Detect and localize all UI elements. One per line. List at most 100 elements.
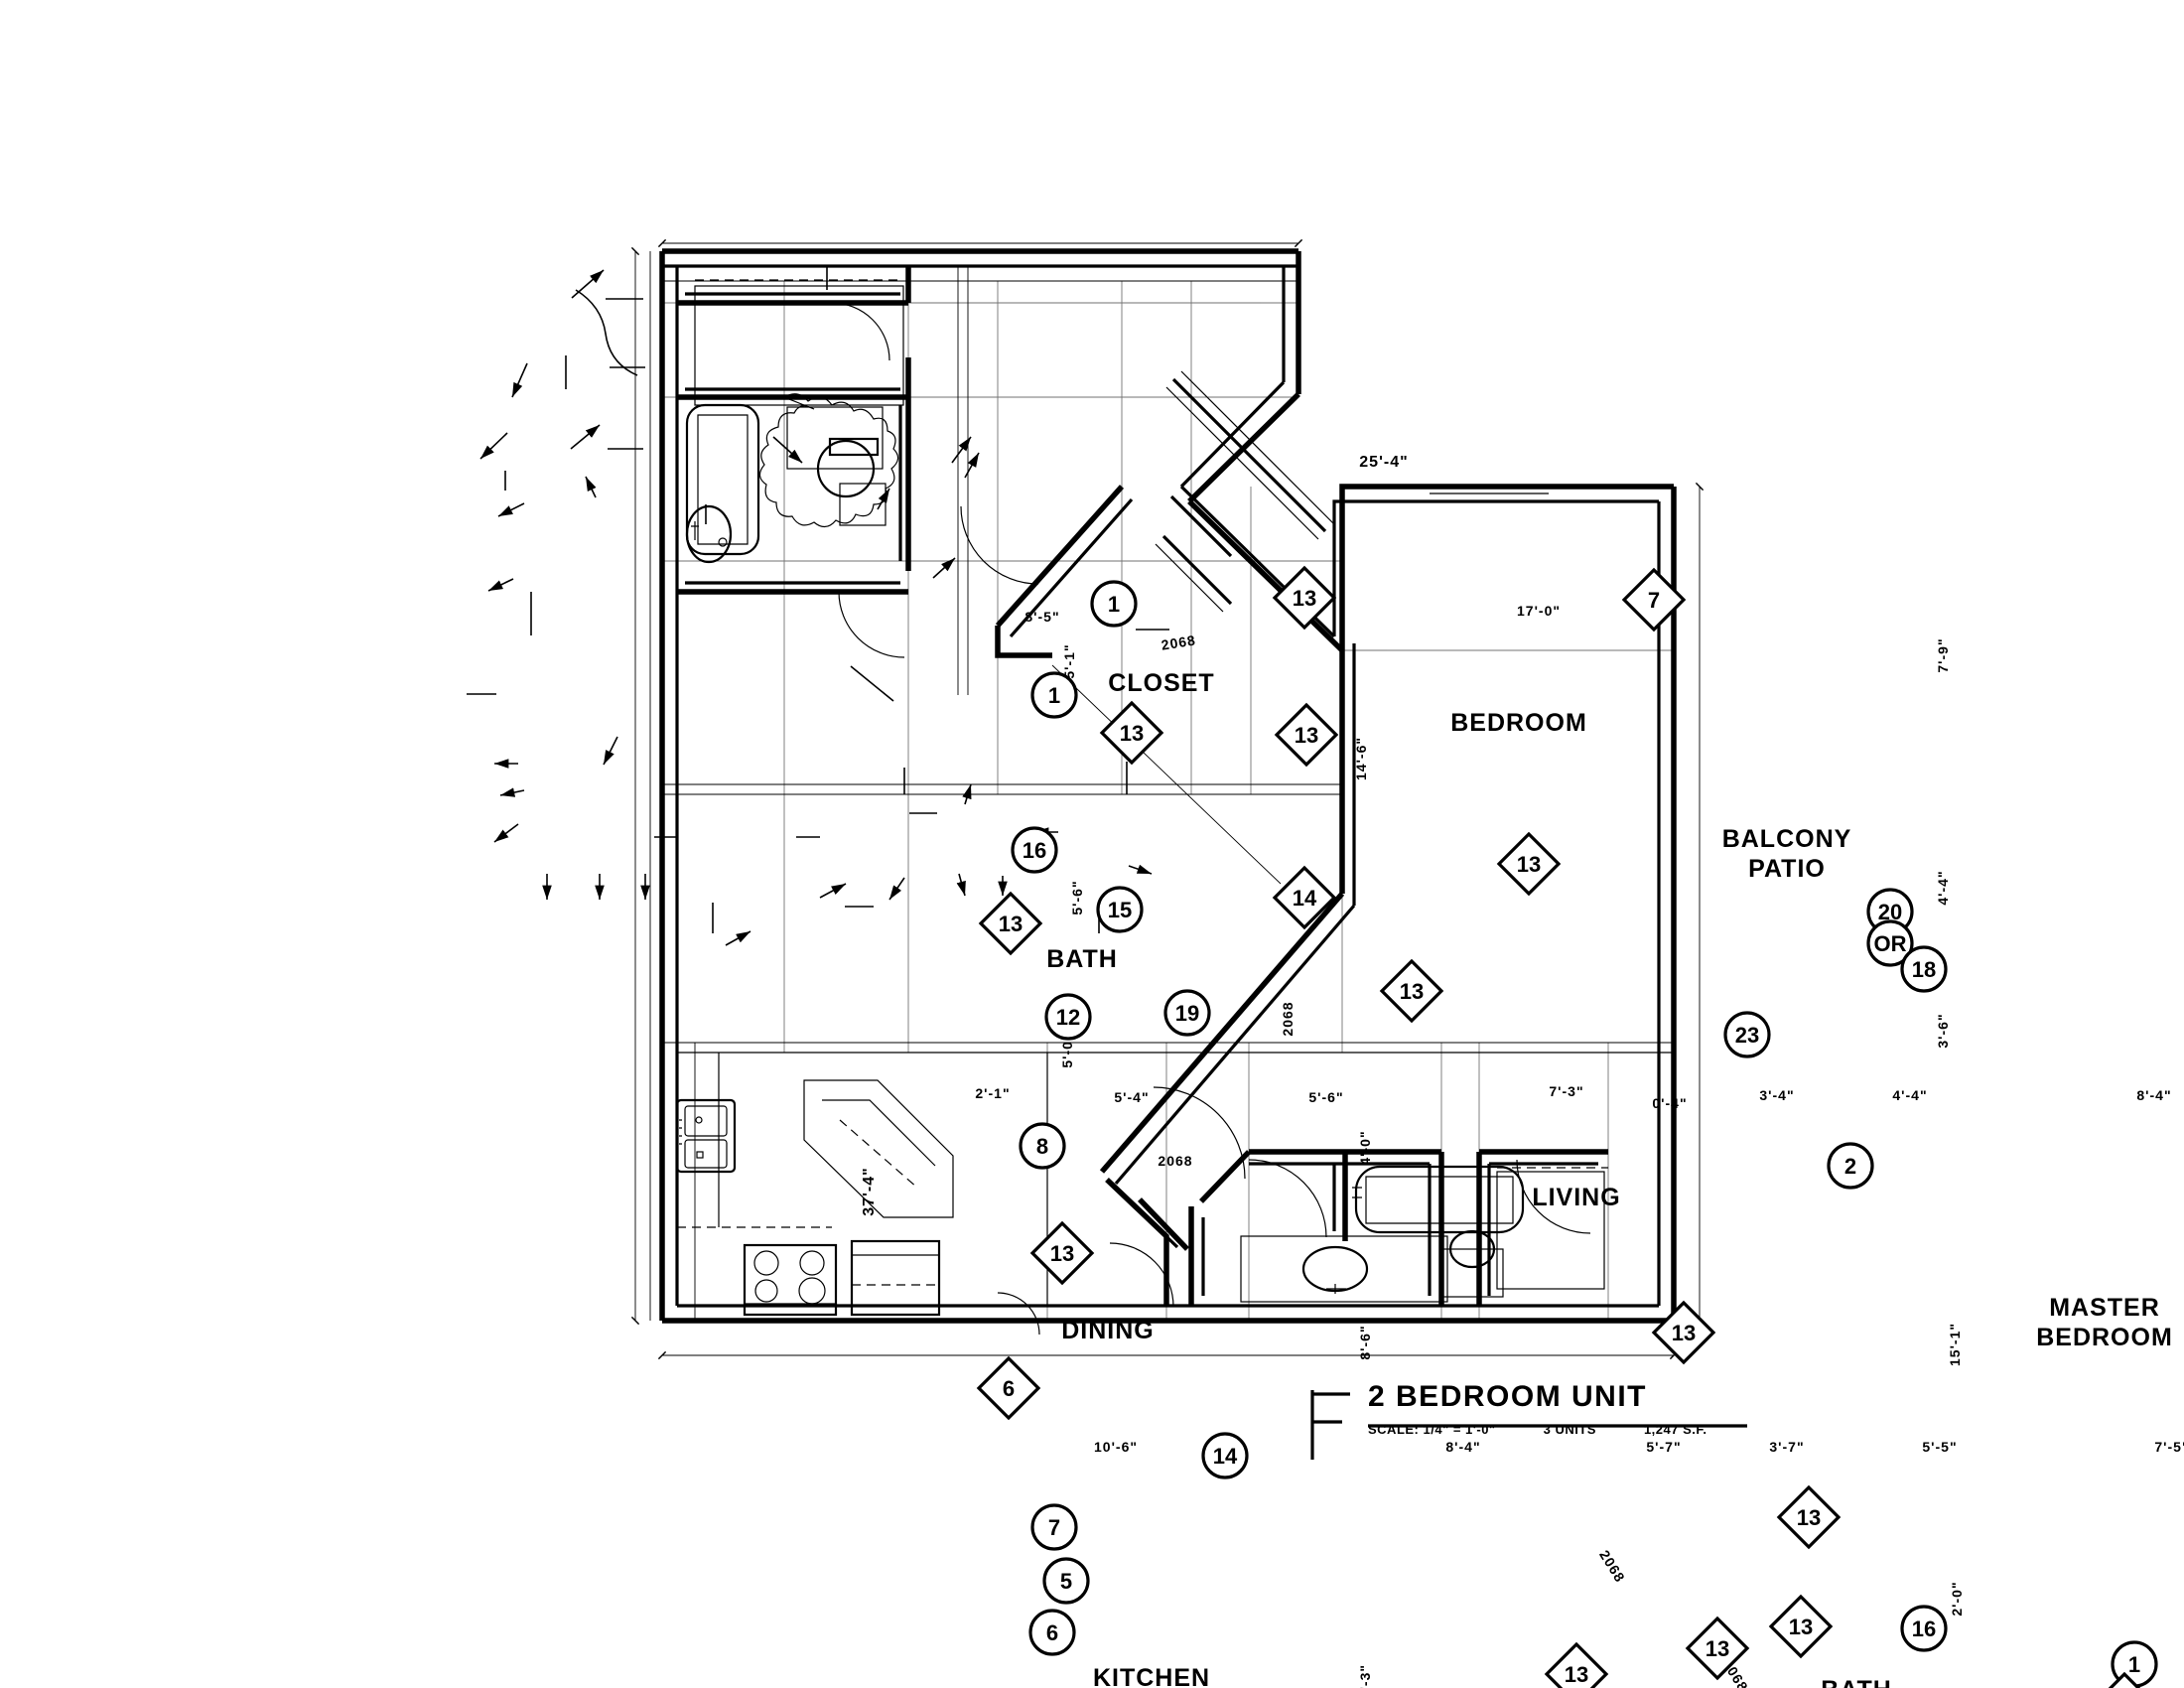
- callout-diamond-13-18[interactable]: 13: [2095, 1671, 2154, 1688]
- callout-number: 14: [1293, 886, 1317, 911]
- callout-number: 16: [1023, 838, 1046, 863]
- dimension-lines: [630, 238, 1705, 1360]
- dim-v-11: 2'-0": [1949, 1581, 1965, 1616]
- callout-diamond-13-10[interactable]: 13: [1651, 1300, 1716, 1365]
- callout-number: 13: [1797, 1505, 1821, 1530]
- callout-circle: [1866, 919, 1914, 967]
- callout-round-16-2[interactable]: 16: [1011, 826, 1058, 874]
- closet-shelves: [694, 279, 1608, 1290]
- dim-h-12: 5'-7": [1646, 1439, 1681, 1455]
- round-callouts[interactable]: 1116151912820OR1823214756439116812191113: [1011, 580, 2184, 1688]
- callout-number: 19: [1175, 1001, 1199, 1026]
- callout-diamond-13-4[interactable]: 13: [978, 891, 1043, 956]
- callout-round-15-3[interactable]: 15: [1096, 886, 1144, 933]
- callout-round-20-7[interactable]: 20: [1866, 888, 1914, 935]
- callout-round-16-20[interactable]: 16: [1900, 1605, 1948, 1652]
- title-block: [1310, 1390, 1747, 1460]
- callout-round-18-9[interactable]: 18: [1900, 945, 1948, 993]
- callout-number: 5: [1060, 1569, 1072, 1594]
- diamond-callouts[interactable]: 1371313131413131361376131313131313136: [976, 565, 2184, 1688]
- callout-number: 13: [1293, 586, 1316, 611]
- room-label-bath_2: BATH: [1821, 1676, 1892, 1688]
- callout-round-6-15[interactable]: 6: [1028, 1609, 1076, 1656]
- callout-number: OR: [1874, 931, 1907, 956]
- room-label-balcony_patio-line1: BALCONY: [1722, 825, 1852, 853]
- door-tag-1: 2068: [1280, 1001, 1296, 1036]
- callout-diamond-13-3[interactable]: 13: [1274, 702, 1339, 768]
- sheet-title: 2 BEDROOM UNIT: [1368, 1380, 1648, 1413]
- callout-number: 13: [1120, 721, 1144, 746]
- callout-diamond-13-16[interactable]: 13: [1776, 1484, 1842, 1550]
- callout-diamond-14-5[interactable]: 14: [1272, 865, 1337, 930]
- callout-diamond-13-14[interactable]: 13: [1685, 1616, 1750, 1681]
- callout-circle: [1163, 989, 1211, 1037]
- callout-diamond-shape: [1496, 831, 1562, 897]
- callout-number: 13: [1789, 1615, 1813, 1639]
- callout-round-14-12[interactable]: 14: [1201, 1432, 1249, 1479]
- callout-diamond-13-6[interactable]: 13: [1496, 831, 1562, 897]
- room-label-master_bedroom-line2: BEDROOM: [2036, 1324, 2173, 1351]
- room-label-living: LIVING: [1532, 1184, 1620, 1211]
- revision-cloud: [758, 393, 899, 528]
- callout-circle: [1030, 671, 1078, 719]
- balcony-railing: [1155, 370, 1334, 613]
- callout-number: 6: [1003, 1376, 1015, 1401]
- callout-diamond-shape: [1029, 1220, 1095, 1286]
- leader-lines: [467, 266, 1169, 946]
- dim-h-9: 8'-4": [2136, 1087, 2171, 1103]
- door-swings: [831, 302, 1591, 1336]
- callout-diamond-13-7[interactable]: 13: [1379, 958, 1444, 1024]
- door-tag-2: 2068: [1158, 1153, 1192, 1169]
- door-tag-0: 2068: [1160, 632, 1197, 652]
- callout-round-23-10[interactable]: 23: [1723, 1011, 1771, 1058]
- dim-v-8: 8'-6": [1357, 1325, 1373, 1359]
- dim-v-10: 10'-3": [1357, 1664, 1373, 1688]
- callout-round-5-14[interactable]: 5: [1042, 1557, 1090, 1605]
- callout-number: 18: [1912, 957, 1936, 982]
- dim-h-15: 7'-5": [2154, 1439, 2184, 1455]
- callout-diamond-13-2[interactable]: 13: [1099, 700, 1164, 766]
- callout-number: 2: [1844, 1154, 1856, 1179]
- callout-round-12-5[interactable]: 12: [1044, 993, 1092, 1041]
- callout-diamond-7-1[interactable]: 7: [1621, 567, 1687, 633]
- callout-round-8-6[interactable]: 8: [1019, 1122, 1066, 1170]
- room-label-bedroom: BEDROOM: [1450, 709, 1587, 737]
- dim-h-1: 17'-0": [1517, 603, 1561, 619]
- dim-h-0: 8'-5": [1024, 609, 1059, 625]
- dim-v-5: 5'-6": [1069, 880, 1085, 914]
- callout-circle: [1900, 1605, 1948, 1652]
- windows: [1297, 266, 1549, 494]
- dim-v-9: 15'-1": [1947, 1323, 1963, 1366]
- callout-number: 13: [999, 912, 1023, 936]
- callout-circle: [1096, 886, 1144, 933]
- callout-round-7-13[interactable]: 7: [1030, 1503, 1078, 1551]
- callout-number: 7: [1648, 588, 1660, 613]
- room-label-master_bedroom-line1: MASTER: [2049, 1294, 2160, 1322]
- callout-circle: [1028, 1609, 1076, 1656]
- callout-round-1-0[interactable]: 1: [1090, 580, 1138, 628]
- callout-diamond-shape: [1099, 700, 1164, 766]
- dim-h-3: 5'-4": [1114, 1089, 1149, 1105]
- callout-diamond-shape: [976, 1355, 1041, 1421]
- callout-diamond-13-17[interactable]: 13: [1768, 1594, 1834, 1659]
- callout-round-2-11[interactable]: 2: [1827, 1142, 1874, 1190]
- callout-circle: [1044, 993, 1092, 1041]
- callout-round-1-1[interactable]: 1: [1030, 671, 1078, 719]
- dim-h-8: 4'-4": [1892, 1087, 1927, 1103]
- callout-diamond-13-8[interactable]: 13: [1029, 1220, 1095, 1286]
- callout-round-19-4[interactable]: 19: [1163, 989, 1211, 1037]
- callout-diamond-shape: [1272, 865, 1337, 930]
- callout-number: 1: [1108, 592, 1120, 617]
- callout-round-OR-8[interactable]: OR: [1866, 919, 1914, 967]
- callout-circle: [1900, 945, 1948, 993]
- extension-lines: [662, 266, 1674, 1321]
- units-count: 3 UNITS: [1543, 1422, 1596, 1437]
- callout-number: 13: [1400, 979, 1424, 1004]
- callout-diamond-shape: [1651, 1300, 1716, 1365]
- dim-h-6: 0'-4": [1652, 1095, 1687, 1111]
- callout-diamond-6-9[interactable]: 6: [976, 1355, 1041, 1421]
- callout-diamond-13-13[interactable]: 13: [1544, 1641, 1609, 1688]
- callout-diamond-13-0[interactable]: 13: [1272, 565, 1337, 631]
